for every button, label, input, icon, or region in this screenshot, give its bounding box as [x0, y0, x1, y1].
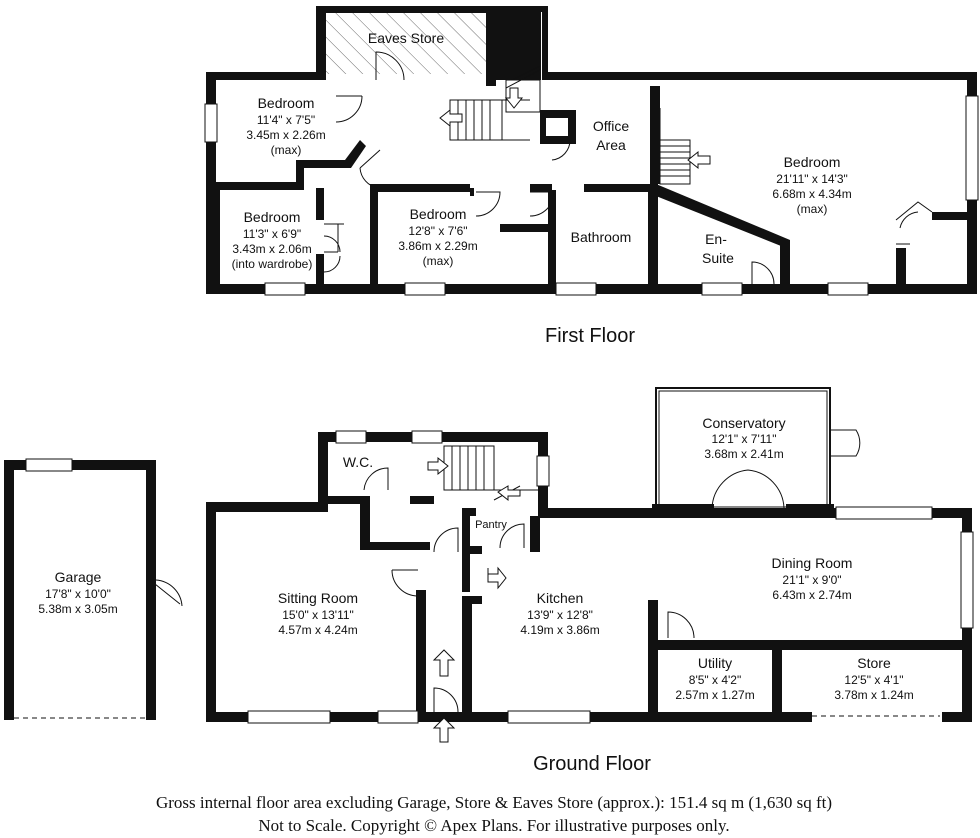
conservatory-imperial: 12'1" x 7'11" — [712, 432, 777, 446]
main-bedroom-name: Bedroom — [784, 154, 841, 170]
pantry-label: Pantry — [475, 519, 507, 531]
main-bedroom-metric: 6.68m x 4.34m — [772, 187, 851, 201]
copyright-note: Not to Scale. Copyright © Apex Plans. Fo… — [258, 816, 729, 835]
sitting-room-imperial: 15'0" x 13'11" — [282, 608, 354, 622]
bedroom-1-note: (max) — [271, 143, 302, 157]
bedroom-1-imperial: 11'4" x 7'5" — [257, 113, 315, 127]
ground-floor-label: Ground Floor — [533, 753, 651, 775]
main-bedroom-imperial: 21'11" x 14'3" — [776, 172, 848, 186]
bedroom-3-name: Bedroom — [410, 206, 467, 222]
utility-imperial: 8'5" x 4'2" — [689, 673, 741, 687]
conservatory-name: Conservatory — [702, 415, 785, 431]
ensuite-label-1: En- — [705, 231, 727, 247]
first-floor-doors — [323, 51, 933, 285]
bedroom-3-note: (max) — [423, 254, 454, 268]
bedroom-2-name: Bedroom — [244, 209, 301, 225]
bedroom-3-metric: 3.86m x 2.29m — [398, 239, 477, 253]
bedroom-2-imperial: 11'3" x 6'9" — [243, 227, 301, 241]
office-label-1: Office — [593, 118, 630, 134]
kitchen-name: Kitchen — [537, 590, 584, 606]
utility-name: Utility — [698, 655, 732, 671]
sitting-room-name: Sitting Room — [278, 590, 358, 606]
eaves-store-hatch — [323, 12, 489, 74]
first-floor-outer-walls — [206, 6, 977, 294]
ensuite-label-2: Suite — [702, 250, 734, 266]
garage-imperial: 17'8" x 10'0" — [45, 587, 111, 601]
conservatory-metric: 3.68m x 2.41m — [704, 447, 783, 461]
utility-metric: 2.57m x 1.27m — [675, 688, 754, 702]
office-stairs — [659, 108, 711, 185]
bedroom-3-imperial: 12'8" x 7'6" — [408, 224, 467, 238]
first-floor-label: First Floor — [545, 325, 635, 347]
dining-room-imperial: 21'1" x 9'0" — [782, 573, 841, 587]
wc-label: W.C. — [343, 454, 373, 470]
bedroom-2-note: (into wardrobe) — [232, 257, 313, 271]
kitchen-imperial: 13'9" x 12'8" — [527, 608, 593, 622]
garage-name: Garage — [55, 569, 102, 585]
floor-area-note: Gross internal floor area excluding Gara… — [156, 793, 832, 812]
first-floor-stairs — [439, 65, 541, 141]
store-imperial: 12'5" x 4'1" — [844, 673, 903, 687]
store-metric: 3.78m x 1.24m — [834, 688, 913, 702]
office-label-2: Area — [596, 137, 626, 153]
dining-room-metric: 6.43m x 2.74m — [772, 588, 851, 602]
ground-floor-plan: Garage 17'8" x 10'0" 5.38m x 3.05m W.C. … — [4, 387, 974, 775]
ground-floor-doors — [363, 467, 695, 714]
kitchen-metric: 4.19m x 3.86m — [520, 623, 599, 637]
bathroom-label: Bathroom — [571, 229, 632, 245]
main-bedroom-note: (max) — [797, 202, 828, 216]
bedroom-1-name: Bedroom — [258, 95, 315, 111]
ground-floor-stairs — [427, 445, 538, 502]
bedroom-2-metric: 3.43m x 2.06m — [232, 242, 311, 256]
eaves-store-label: Eaves Store — [368, 30, 444, 46]
store-name: Store — [857, 655, 891, 671]
bedroom-1-metric: 3.45m x 2.26m — [246, 128, 325, 142]
sitting-room-metric: 4.57m x 4.24m — [278, 623, 357, 637]
first-floor-plan: Eaves Store Bedroom 11'4" x 7'5" 3.45m x… — [204, 6, 979, 347]
garage-metric: 5.38m x 3.05m — [38, 602, 117, 616]
dining-room-name: Dining Room — [772, 555, 853, 571]
